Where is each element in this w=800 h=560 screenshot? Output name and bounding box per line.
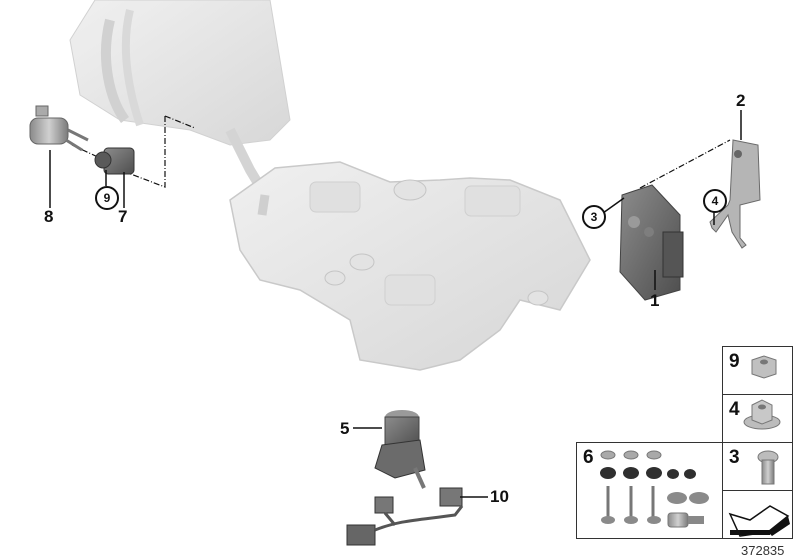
callout-3[interactable]: 3 [582,205,606,229]
legend-box-9[interactable]: 9 [722,346,793,395]
callout-9[interactable]: 9 [95,186,119,210]
part-1-control-unit [619,184,684,301]
part-8-pump [29,105,89,152]
callout-4[interactable]: 4 [703,189,727,213]
legend-box-arrow[interactable] [722,490,793,539]
legend-box-3[interactable]: 3 [722,442,793,491]
part-7-holder [94,147,135,175]
callout-7[interactable]: 7 [118,207,128,226]
legend-box-3-label: 3 [729,447,740,468]
legend-box-4-label: 4 [729,399,740,420]
callout-8[interactable]: 8 [44,207,54,226]
legend-box-9-label: 9 [729,351,740,372]
reference-number: 372835 [741,543,785,558]
callout-2[interactable]: 2 [736,91,746,110]
legend-box-6-label: 6 [583,447,594,468]
legend-artwork [600,355,790,537]
callout-5[interactable]: 5 [340,419,350,438]
part-5-pump [374,410,426,489]
fuel-tank-main [229,161,591,371]
callout-1[interactable]: 1 [650,291,660,310]
legend-box-4[interactable]: 4 [722,394,793,443]
legend-box-6[interactable]: 6 [576,442,723,539]
part-10-wiring [346,487,464,546]
callout-10[interactable]: 10 [490,487,509,506]
